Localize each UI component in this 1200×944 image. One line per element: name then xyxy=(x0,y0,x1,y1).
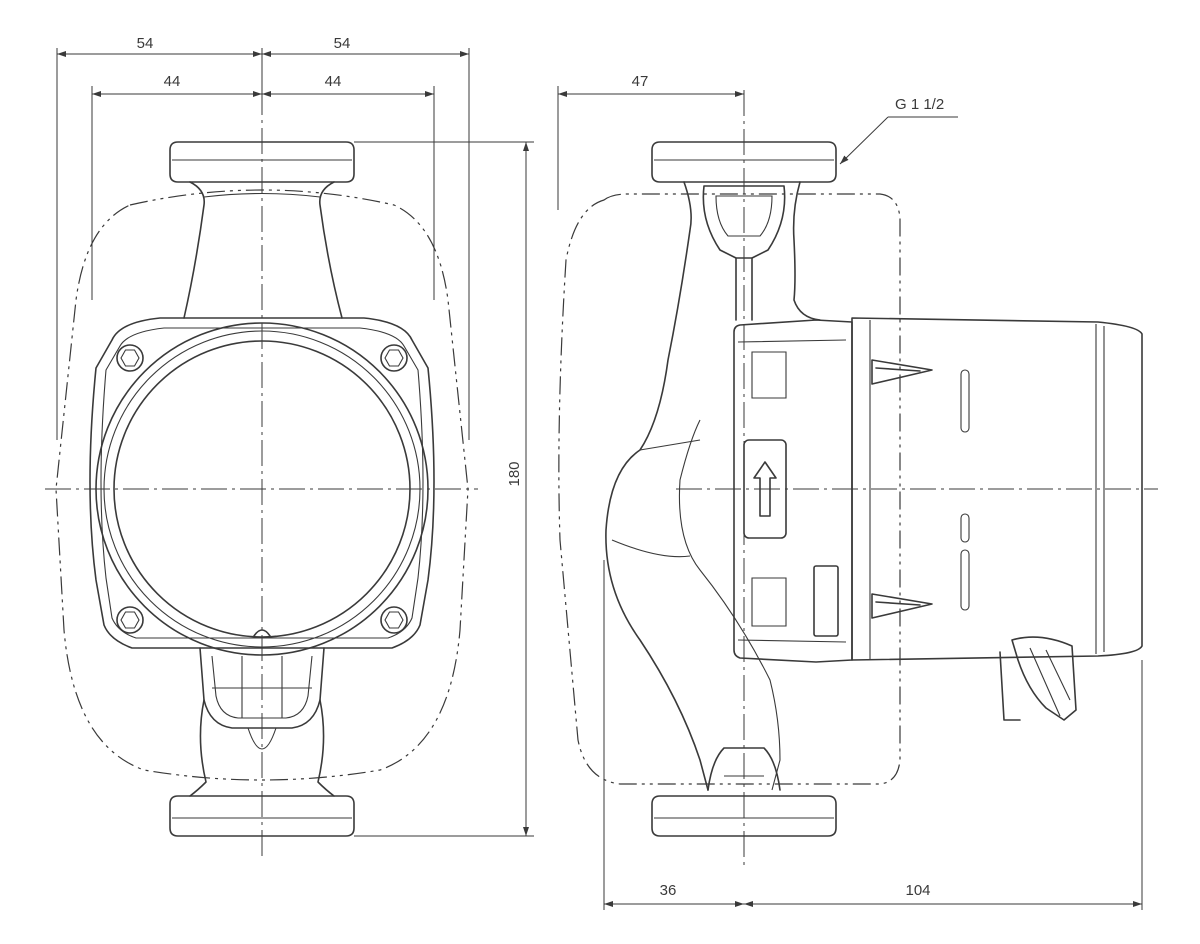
dim-label-overall-height: 180 xyxy=(506,461,523,486)
side-top-flange xyxy=(651,141,837,183)
side-volute-body xyxy=(605,181,821,791)
dim-label-side-bottom-right: 104 xyxy=(905,882,930,899)
front-view xyxy=(45,50,478,860)
side-flow-arrow-icon xyxy=(753,461,777,517)
side-cable-clip xyxy=(999,636,1077,721)
front-bottom-neck xyxy=(189,699,335,797)
front-dimensions: 54 54 44 44 180 xyxy=(56,35,534,837)
side-fin-top xyxy=(871,359,933,385)
side-plug xyxy=(813,565,839,637)
dim-label-inner-left: 44 xyxy=(164,73,181,90)
side-dimensions: 47 G 1 1/2 36 104 xyxy=(557,73,1143,910)
side-fin-bottom xyxy=(871,593,933,619)
thread-label: G 1 1/2 xyxy=(895,96,944,113)
front-bolt-top-right xyxy=(380,344,408,372)
side-motor-envelope xyxy=(558,193,901,785)
front-top-neck xyxy=(183,181,343,319)
thread-leader-line xyxy=(839,116,889,165)
side-view xyxy=(558,90,1158,870)
dim-label-outer-right: 54 xyxy=(334,35,351,52)
front-bolt-bottom-left xyxy=(116,606,144,634)
side-bottom-connector xyxy=(707,747,781,791)
dim-label-outer-left: 54 xyxy=(137,35,154,52)
side-vent-slot-3 xyxy=(960,549,970,611)
side-housing-rib-top xyxy=(751,351,787,399)
front-motor-envelope xyxy=(55,189,469,781)
side-housing-rib-bottom xyxy=(751,577,787,627)
side-control-housing xyxy=(733,319,853,663)
side-motor-can xyxy=(851,317,1143,661)
front-bottom-flange xyxy=(169,795,355,837)
front-motor-face-inner xyxy=(113,340,411,638)
front-top-flange xyxy=(169,141,355,183)
front-bolt-top-left xyxy=(116,344,144,372)
side-vent-slot-2 xyxy=(960,513,970,543)
side-bottom-flange xyxy=(651,795,837,837)
side-flow-window xyxy=(743,439,787,539)
front-lower-outlet xyxy=(199,647,325,729)
front-pump-housing xyxy=(89,317,435,649)
dim-label-inner-right: 44 xyxy=(325,73,342,90)
front-bolt-bottom-right xyxy=(380,606,408,634)
dim-label-side-top: 47 xyxy=(632,73,649,90)
front-motor-face-outer xyxy=(95,322,429,656)
dim-label-side-bottom-left: 36 xyxy=(660,882,677,899)
side-vent-slot-1 xyxy=(960,369,970,433)
